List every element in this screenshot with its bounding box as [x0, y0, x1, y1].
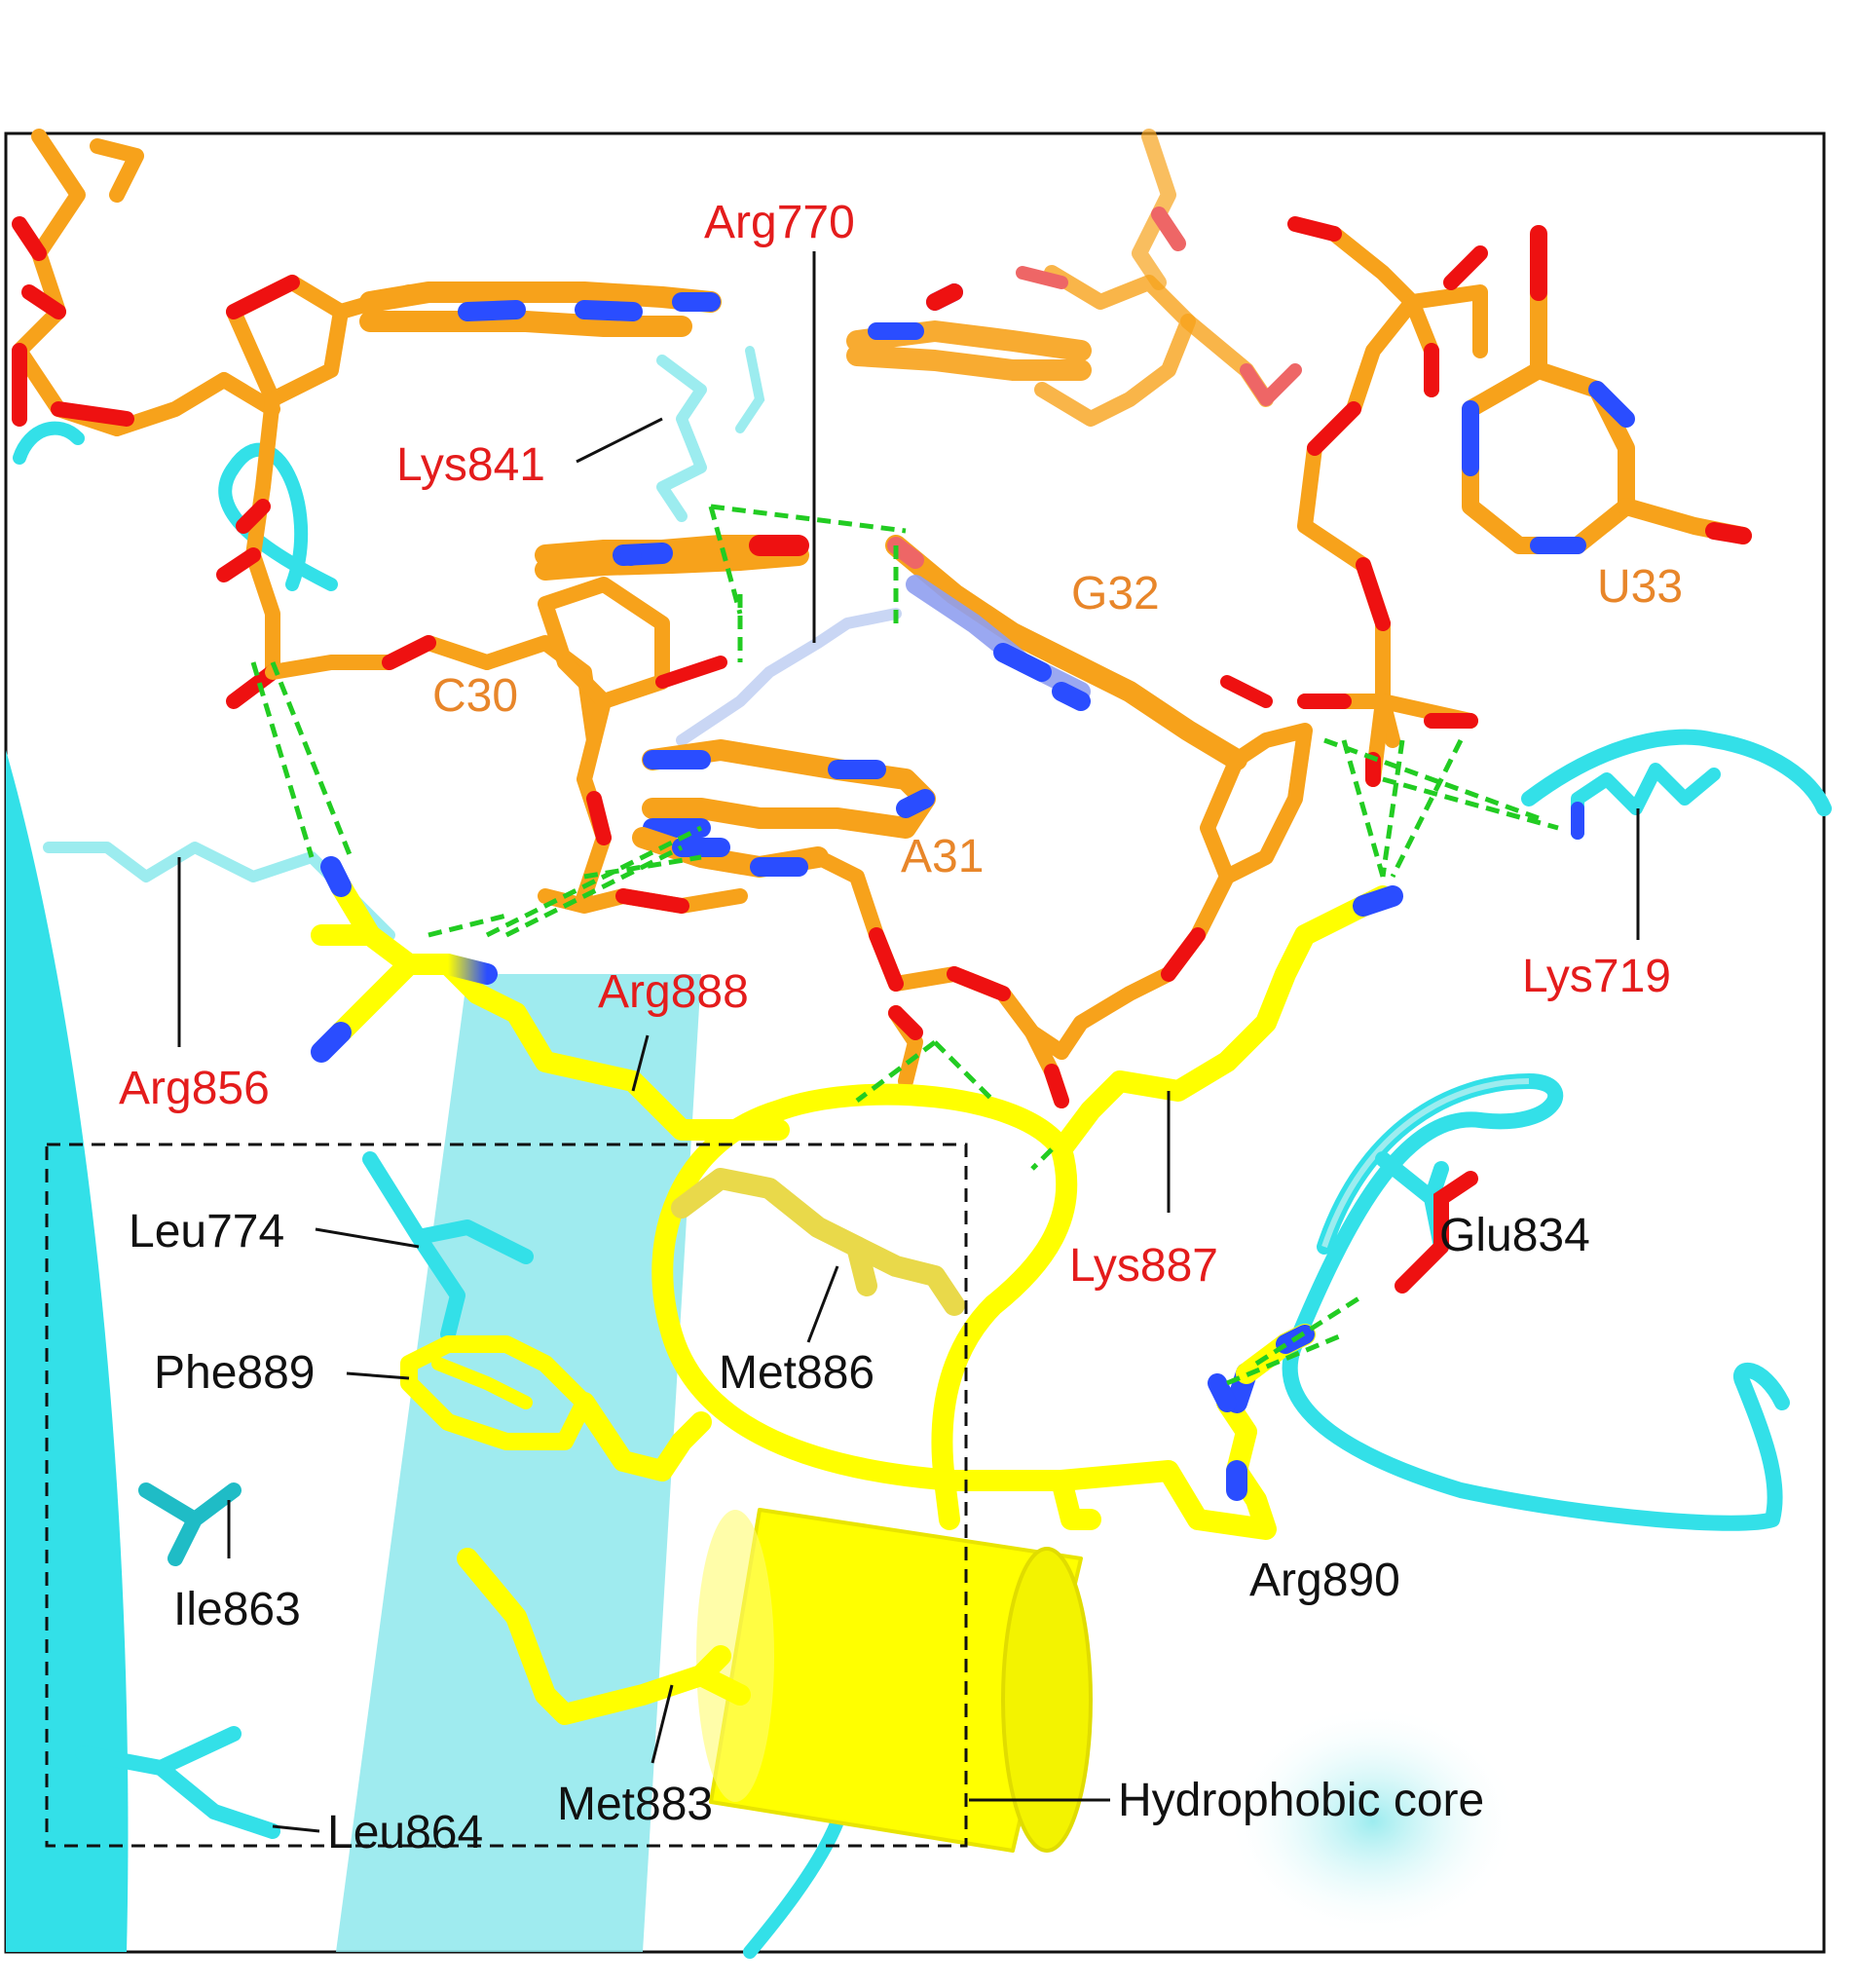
- label-arg888: Arg888: [598, 966, 749, 1018]
- label-phe889: Phe889: [154, 1347, 316, 1399]
- label-glu834: Glu834: [1439, 1210, 1590, 1261]
- label-lys887: Lys887: [1069, 1240, 1218, 1292]
- leader-lines: [177, 251, 1640, 1833]
- label-g32: G32: [1071, 568, 1160, 619]
- label-u33: U33: [1597, 561, 1683, 613]
- hydrogen-bonds: [250, 504, 1559, 1386]
- rna-nucleotides: [12, 129, 1752, 1108]
- labels: Arg770 Lys841 G32 U33 C30 A31 Lys719 Arg…: [119, 197, 1683, 1858]
- label-c30: C30: [432, 670, 518, 722]
- label-arg856: Arg856: [119, 1063, 270, 1114]
- label-lys841: Lys841: [396, 439, 545, 491]
- hydrophobic-core-box: [45, 1143, 968, 1848]
- label-leu774: Leu774: [129, 1206, 284, 1257]
- label-met883: Met883: [557, 1779, 713, 1830]
- label-ile863: Ile863: [173, 1584, 301, 1635]
- label-lys719: Lys719: [1522, 951, 1671, 1002]
- label-arg770: Arg770: [704, 197, 855, 248]
- label-met886: Met886: [719, 1347, 874, 1399]
- label-leu864: Leu864: [327, 1807, 483, 1858]
- label-a31: A31: [901, 831, 984, 882]
- label-hydrophobic-core: Hydrophobic core: [1118, 1775, 1484, 1826]
- yellow-segment: [311, 856, 1403, 1853]
- label-arg890: Arg890: [1249, 1555, 1400, 1606]
